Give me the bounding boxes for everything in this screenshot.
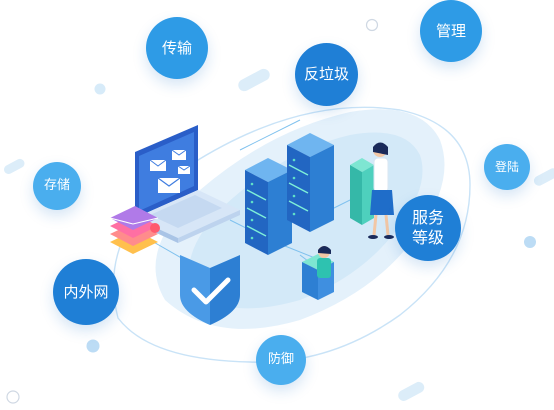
decor-pills bbox=[3, 68, 554, 401]
person-icon bbox=[368, 142, 394, 239]
bubble-intranet: 内外网 bbox=[53, 259, 119, 325]
decor-dots bbox=[6, 18, 536, 404]
bubble-defense: 防御 bbox=[256, 335, 306, 385]
bubble-storage: 存储 bbox=[33, 162, 81, 210]
bubble-login: 登陆 bbox=[484, 144, 530, 190]
terminal-station bbox=[302, 246, 334, 300]
bubble-service-level: 服务 等级 bbox=[395, 195, 461, 261]
bubble-manage: 管理 bbox=[420, 0, 482, 62]
shield-check-icon bbox=[180, 255, 240, 325]
bubble-spam: 反垃圾 bbox=[295, 43, 358, 106]
bubble-transport: 传输 bbox=[146, 17, 208, 79]
server-rack-icon bbox=[245, 133, 334, 255]
laptop-icon bbox=[135, 125, 240, 243]
mail-icon bbox=[149, 149, 191, 193]
envelope-stack bbox=[109, 206, 160, 254]
